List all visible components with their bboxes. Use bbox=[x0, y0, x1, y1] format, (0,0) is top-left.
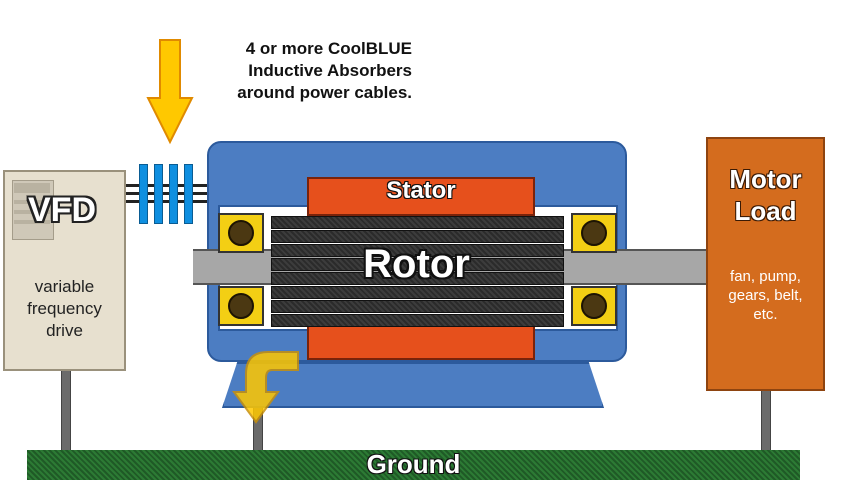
vfd-panel-row bbox=[14, 220, 50, 224]
rotor-lamination bbox=[271, 244, 564, 257]
bearing-ball bbox=[581, 293, 607, 319]
power-cable bbox=[126, 192, 208, 195]
inductive-absorber bbox=[154, 164, 163, 224]
vfd-label: VFD bbox=[28, 191, 96, 229]
motor-load-description-line-2: gears, belt, bbox=[728, 287, 803, 304]
bearing-ball bbox=[228, 220, 254, 246]
rotor-lamination bbox=[271, 300, 564, 313]
power-cable bbox=[126, 184, 208, 187]
motor-load-title-line-1: Motor bbox=[729, 164, 802, 194]
vfd-description-line-3: drive bbox=[46, 321, 83, 340]
vfd-panel-row bbox=[14, 210, 50, 214]
stator-bottom bbox=[307, 324, 535, 360]
inductive-absorber bbox=[169, 164, 178, 224]
absorber-note-line-1: 4 or more CoolBLUE bbox=[245, 39, 412, 58]
motor-load-description-line-3: etc. bbox=[753, 306, 778, 323]
load-ground-post bbox=[761, 391, 771, 451]
motor-load-description-line-1: fan, pump, bbox=[730, 268, 801, 285]
vfd-panel-row bbox=[14, 200, 50, 204]
bearing-top-left bbox=[218, 213, 264, 253]
motor-load-title: Motor Load bbox=[706, 163, 825, 227]
stator-label: Stator bbox=[386, 177, 456, 204]
vfd-ground-post bbox=[61, 371, 71, 451]
rotor-lamination bbox=[271, 272, 564, 285]
motor-load-box bbox=[706, 137, 825, 391]
motor-load-description: fan, pump, gears, belt, etc. bbox=[706, 267, 825, 324]
motor-ground-post bbox=[253, 404, 263, 451]
inductive-absorber bbox=[139, 164, 148, 224]
rotor-lamination bbox=[271, 258, 564, 271]
absorber-note: 4 or more CoolBLUE Inductive Absorbers a… bbox=[160, 38, 412, 104]
bearing-ball bbox=[228, 293, 254, 319]
inductive-absorber bbox=[184, 164, 193, 224]
absorber-note-line-3: around power cables. bbox=[237, 83, 412, 102]
rotor-lamination bbox=[271, 230, 564, 243]
bearing-top-right bbox=[571, 213, 617, 253]
curved-arrow-icon bbox=[232, 351, 299, 424]
vfd-panel-screen bbox=[14, 183, 50, 193]
vfd-description-line-1: variable bbox=[34, 277, 95, 296]
ground-bar bbox=[27, 450, 800, 480]
stator-top bbox=[307, 177, 535, 216]
rotor-lamination bbox=[271, 216, 564, 229]
bearing-bottom-right bbox=[571, 286, 617, 326]
bearing-ball bbox=[581, 220, 607, 246]
motor-load-title-line-2: Load bbox=[734, 196, 797, 226]
vfd-description: variable frequency drive bbox=[3, 276, 126, 342]
ground-label: Ground bbox=[366, 449, 461, 479]
power-cable bbox=[126, 200, 208, 203]
rotor-lamination bbox=[271, 314, 564, 327]
down-arrow-icon bbox=[146, 39, 194, 145]
rotor-label: Rotor bbox=[363, 242, 470, 286]
absorber-note-line-2: Inductive Absorbers bbox=[248, 61, 412, 80]
vfd-description-line-2: frequency bbox=[27, 299, 102, 318]
bearing-bottom-left bbox=[218, 286, 264, 326]
rotor-lamination bbox=[271, 286, 564, 299]
